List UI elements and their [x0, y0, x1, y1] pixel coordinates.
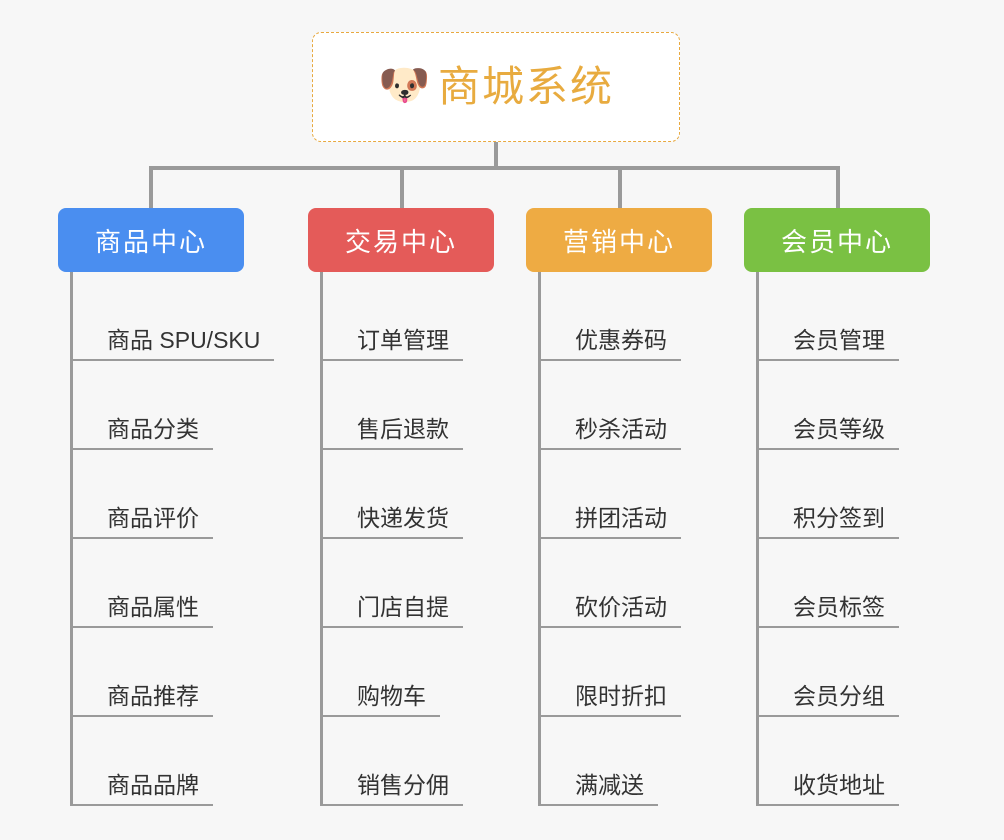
leaf-underline	[541, 448, 681, 450]
leaf-list-trade-center: 订单管理 售后退款 快递发货 门店自提 购物车 销售分佣	[320, 272, 524, 806]
category-box-marketing-center[interactable]: 营销中心	[526, 208, 712, 272]
list-item[interactable]: 商品 SPU/SKU	[73, 272, 304, 361]
root-node-title: 商城系统	[437, 63, 614, 110]
leaf-underline	[73, 804, 213, 806]
branch-column-trade-center: 交易中心 订单管理 售后退款 快递发货 门店自提 购物车	[308, 208, 524, 806]
list-item[interactable]: 商品分类	[73, 361, 304, 450]
branch-column-marketing-center: 营销中心 优惠券码 秒杀活动 拼团活动 砍价活动 限时折扣	[526, 208, 742, 806]
branch-column-member-center: 会员中心 会员管理 会员等级 积分签到 会员标签 会员分组	[744, 208, 960, 806]
list-item[interactable]: 收货地址	[759, 717, 960, 806]
list-item[interactable]: 商品品牌	[73, 717, 304, 806]
list-item[interactable]: 限时折扣	[541, 628, 742, 717]
root-stem-connector	[494, 142, 498, 170]
list-item[interactable]: 会员等级	[759, 361, 960, 450]
list-item[interactable]: 快递发货	[323, 450, 524, 539]
leaf-label: 会员等级	[793, 415, 885, 442]
leaf-underline	[323, 626, 463, 628]
leaf-label: 砍价活动	[575, 593, 667, 620]
leaf-underline	[323, 715, 440, 717]
leaf-label: 销售分佣	[357, 771, 449, 798]
category-label: 会员中心	[780, 226, 893, 257]
list-item[interactable]: 积分签到	[759, 450, 960, 539]
shiba-dog-face-icon: 🐶	[377, 61, 431, 108]
leaf-label: 订单管理	[357, 326, 449, 353]
leaf-label: 会员分组	[793, 682, 885, 709]
leaf-label: 商品 SPU/SKU	[107, 326, 261, 353]
leaf-underline	[759, 804, 899, 806]
list-item[interactable]: 商品推荐	[73, 628, 304, 717]
leaf-label: 限时折扣	[575, 682, 667, 709]
leaf-underline	[73, 537, 213, 539]
list-item[interactable]: 订单管理	[323, 272, 524, 361]
branch-drop-connector-2	[618, 166, 622, 208]
leaf-label: 会员标签	[793, 593, 885, 620]
leaf-label: 会员管理	[793, 326, 885, 353]
leaf-underline	[323, 448, 463, 450]
list-item[interactable]: 会员标签	[759, 539, 960, 628]
leaf-list-member-center: 会员管理 会员等级 积分签到 会员标签 会员分组 收货地址	[756, 272, 960, 806]
leaf-underline	[759, 715, 899, 717]
leaf-underline	[759, 359, 899, 361]
list-item[interactable]: 砍价活动	[541, 539, 742, 628]
leaf-label: 商品分类	[107, 415, 199, 442]
leaf-underline	[73, 448, 213, 450]
category-label: 商品中心	[94, 226, 207, 257]
list-item[interactable]: 售后退款	[323, 361, 524, 450]
leaf-label: 快递发货	[357, 504, 449, 531]
leaf-list-marketing-center: 优惠券码 秒杀活动 拼团活动 砍价活动 限时折扣 满减送	[538, 272, 742, 806]
leaf-label: 秒杀活动	[575, 415, 667, 442]
list-item[interactable]: 拼团活动	[541, 450, 742, 539]
leaf-underline	[541, 804, 658, 806]
category-box-trade-center[interactable]: 交易中心	[308, 208, 494, 272]
branch-drop-connector-1	[400, 166, 404, 208]
branch-bus-connector	[149, 166, 839, 170]
list-item[interactable]: 会员分组	[759, 628, 960, 717]
leaf-underline	[759, 537, 899, 539]
leaf-label: 售后退款	[357, 415, 449, 442]
leaf-label: 商品推荐	[107, 682, 199, 709]
leaf-list-product-center: 商品 SPU/SKU 商品分类 商品评价 商品属性 商品推荐 商品品牌	[70, 272, 304, 806]
leaf-label: 拼团活动	[575, 504, 667, 531]
leaf-underline	[73, 359, 274, 361]
leaf-label: 门店自提	[357, 593, 449, 620]
list-item[interactable]: 购物车	[323, 628, 524, 717]
category-box-member-center[interactable]: 会员中心	[744, 208, 930, 272]
leaf-underline	[73, 715, 213, 717]
category-box-product-center[interactable]: 商品中心	[58, 208, 244, 272]
branch-drop-connector-0	[149, 166, 153, 208]
leaf-underline	[759, 448, 899, 450]
leaf-label: 收货地址	[793, 771, 885, 798]
list-item[interactable]: 商品评价	[73, 450, 304, 539]
leaf-underline	[759, 626, 899, 628]
leaf-label: 满减送	[575, 771, 644, 798]
leaf-underline	[323, 359, 463, 361]
list-item[interactable]: 门店自提	[323, 539, 524, 628]
leaf-underline	[541, 626, 681, 628]
category-label: 营销中心	[562, 226, 675, 257]
leaf-label: 商品品牌	[107, 771, 199, 798]
leaf-underline	[323, 537, 463, 539]
list-item[interactable]: 满减送	[541, 717, 742, 806]
list-item[interactable]: 会员管理	[759, 272, 960, 361]
list-item[interactable]: 秒杀活动	[541, 361, 742, 450]
leaf-underline	[541, 537, 681, 539]
leaf-underline	[323, 804, 463, 806]
list-item[interactable]: 销售分佣	[323, 717, 524, 806]
leaf-label: 优惠券码	[575, 326, 667, 353]
leaf-underline	[541, 359, 681, 361]
leaf-label: 购物车	[357, 682, 426, 709]
leaf-underline	[541, 715, 681, 717]
category-label: 交易中心	[344, 226, 457, 257]
branch-drop-connector-3	[836, 166, 840, 208]
leaf-label: 商品属性	[107, 593, 199, 620]
root-node-mall-system[interactable]: 🐶 商城系统	[312, 32, 680, 142]
leaf-label: 积分签到	[793, 504, 885, 531]
leaf-label: 商品评价	[107, 504, 199, 531]
list-item[interactable]: 优惠券码	[541, 272, 742, 361]
branch-column-product-center: 商品中心 商品 SPU/SKU 商品分类 商品评价 商品属性 商品推荐	[58, 208, 304, 806]
leaf-underline	[73, 626, 213, 628]
list-item[interactable]: 商品属性	[73, 539, 304, 628]
